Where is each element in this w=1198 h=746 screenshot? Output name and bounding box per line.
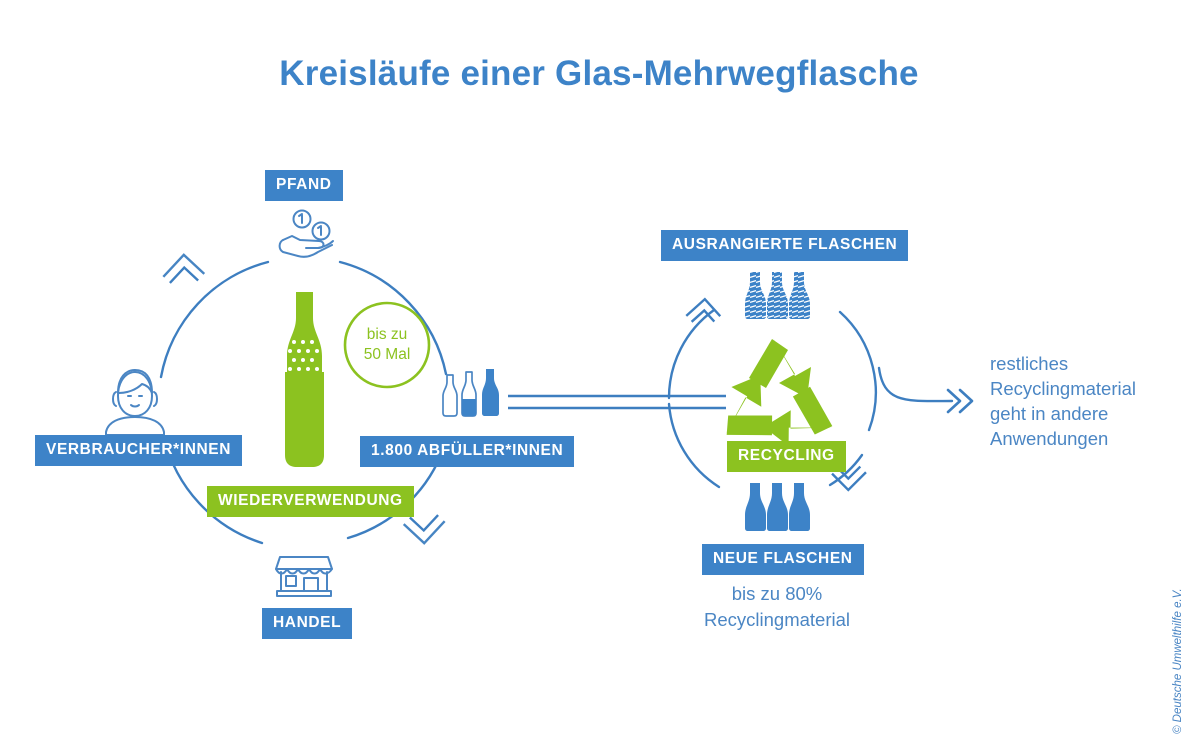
crushed-bottles-icon — [745, 272, 810, 319]
badge-ausrangierte-flaschen[interactable]: AUSRANGIERTE FLASCHEN — [661, 230, 909, 261]
page-title: Kreisläufe einer Glas-Mehrwegflasche — [279, 54, 919, 93]
recycling-arrowheads — [685, 297, 867, 492]
badge-neue-flaschen[interactable]: NEUE FLASCHEN — [702, 544, 864, 575]
copyright-text: © Deutsche Umwelthilfe e.V. — [1172, 588, 1184, 734]
badge-verbraucher[interactable]: VERBRAUCHER*INNEN — [35, 435, 243, 466]
hand-with-coins-icon — [278, 209, 334, 258]
badge-pfand[interactable]: PFAND — [265, 170, 343, 201]
badge-wiederverwendung[interactable]: WIEDERVERWENDUNG — [207, 486, 414, 517]
reuse-arrowheads — [162, 253, 446, 545]
reuse-count-ring — [343, 301, 431, 389]
connector-recycling-to-output — [877, 366, 954, 403]
badge-handel[interactable]: HANDEL — [262, 608, 353, 639]
reuse-count-label: bis zu 50 Mal — [363, 326, 411, 364]
badge-abfueller[interactable]: 1.800 ABFÜLLER*INNEN — [360, 436, 575, 467]
badge-recycling[interactable]: RECYCLING — [727, 441, 846, 472]
connector-bottlers-to-recycling — [508, 394, 726, 410]
output-arrowhead-icon — [946, 388, 974, 414]
three-bottles-filling-icon — [442, 369, 499, 417]
person-icon — [105, 369, 165, 436]
output-note: restliches Recyclingmaterial geht in and… — [990, 353, 1136, 450]
new-bottles-icon — [745, 483, 810, 531]
new-bottles-note: bis zu 80% Recyclingmaterial — [704, 583, 850, 630]
shop-icon — [275, 556, 333, 597]
recycling-cycle-arcs — [667, 308, 877, 489]
green-bottle-icon — [285, 292, 324, 467]
copyright-container: © Deutsche Umwelthilfe e.V. — [1172, 564, 1194, 734]
recycling-symbol-icon — [725, 338, 833, 446]
